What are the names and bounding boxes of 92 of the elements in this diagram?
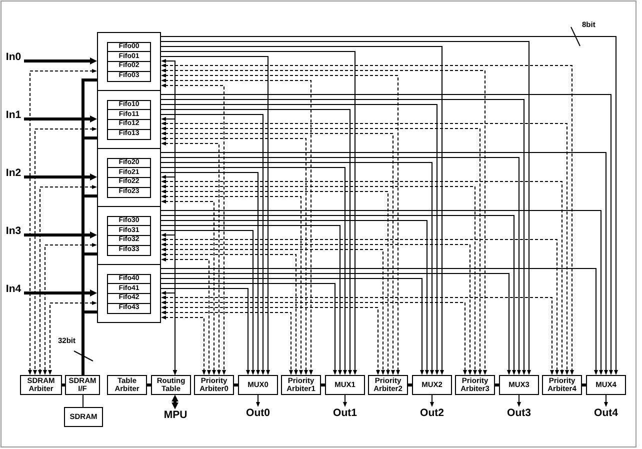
arrow: [160, 273, 511, 374]
arrow: [160, 94, 613, 374]
line: [234, 384, 238, 386]
line: [82, 310, 97, 375]
dashed-double-arrow: [33, 127, 96, 374]
dashed-double-arrow: [162, 122, 569, 374]
dashed-double-arrow: [162, 252, 298, 374]
arrow: [24, 290, 97, 296]
arrow: [160, 167, 347, 374]
port-label: In3: [3, 226, 24, 237]
arrow: [430, 394, 434, 406]
arrow: [160, 51, 357, 374]
dashed-double-arrow: [162, 68, 487, 374]
arrow: [24, 116, 97, 122]
port-label: Out3: [505, 407, 533, 420]
dashed-double-arrow: [162, 300, 467, 374]
dashed-double-arrow: [162, 84, 226, 374]
dashed-double-arrow: [162, 296, 554, 374]
dashed-double-arrow: [162, 136, 308, 374]
dashed-double-arrow: [162, 64, 574, 374]
fifo-group-frame: [97, 90, 161, 149]
arrow: [160, 210, 603, 374]
dashed-double-arrow: [162, 248, 385, 374]
port-label: Out1: [331, 407, 359, 420]
dashed-double-arrow: [48, 301, 96, 374]
port-label: In0: [3, 52, 24, 63]
arrow: [160, 172, 260, 374]
arrow: [160, 278, 424, 374]
dashed-double-arrow: [162, 238, 559, 374]
dashed-double-arrow: [162, 78, 313, 374]
arrow: [160, 152, 608, 374]
arrow: [160, 46, 444, 374]
arrow: [160, 268, 598, 374]
port-label: Out4: [592, 407, 620, 420]
fifo-group-frame: [97, 264, 161, 323]
dashed-double-arrow: [162, 180, 564, 374]
dashed-double-arrow: [162, 184, 477, 374]
dashed-double-arrow: [162, 190, 390, 374]
arrow: [160, 41, 531, 374]
double-arrow: [162, 291, 177, 374]
arrow: [24, 232, 97, 238]
dashed-double-arrow: [162, 126, 482, 374]
arrow: [160, 230, 255, 374]
arrow: [160, 99, 526, 374]
dashed-double-arrow: [162, 200, 216, 374]
dashed-double-arrow: [162, 258, 211, 374]
arrow: [160, 220, 429, 374]
port-label: In2: [3, 168, 24, 179]
arrow: [24, 174, 97, 180]
port-label: In1: [3, 110, 24, 121]
arrow: [160, 225, 342, 374]
arrow: [160, 36, 618, 374]
arrow: [604, 394, 608, 406]
arrow: [160, 215, 516, 374]
dashed-double-arrow: [162, 142, 221, 374]
arrow: [517, 394, 521, 406]
dashed-double-arrow: [28, 69, 96, 374]
dashed-double-arrow: [43, 243, 96, 374]
line: [582, 384, 586, 386]
dashed-double-arrow: [162, 316, 206, 374]
dashed-double-arrow: [162, 132, 395, 374]
arrow: [160, 104, 439, 374]
arrow: [160, 288, 250, 374]
arrow: [160, 109, 352, 374]
dashed-double-arrow: [162, 306, 380, 374]
dashed-double-arrow: [162, 194, 303, 374]
dashed-double-arrow: [162, 310, 293, 374]
arrow: [160, 162, 434, 374]
fifo-group-frame: [97, 206, 161, 265]
arrow: [24, 58, 97, 64]
arrow: [160, 56, 270, 374]
arrow: [160, 157, 521, 374]
port-label: In4: [3, 284, 24, 295]
arrow: [160, 283, 337, 374]
dashed-double-arrow: [162, 74, 400, 374]
port-label: MPU: [162, 409, 189, 422]
double-arrow: [172, 394, 178, 410]
fifo-group-frame: [97, 148, 161, 207]
port-label: Out2: [418, 407, 446, 420]
port-label: Out0: [244, 407, 272, 420]
arrow: [343, 394, 347, 406]
fifo-group-frame: [97, 32, 161, 91]
line: [62, 384, 65, 386]
line: [82, 394, 84, 408]
arrow: [256, 394, 260, 406]
line: [408, 384, 412, 386]
line: [495, 384, 499, 386]
arrow: [160, 114, 265, 374]
line: [147, 384, 151, 386]
dashed-double-arrow: [38, 185, 96, 374]
line: [321, 384, 325, 386]
dashed-double-arrow: [162, 242, 472, 374]
